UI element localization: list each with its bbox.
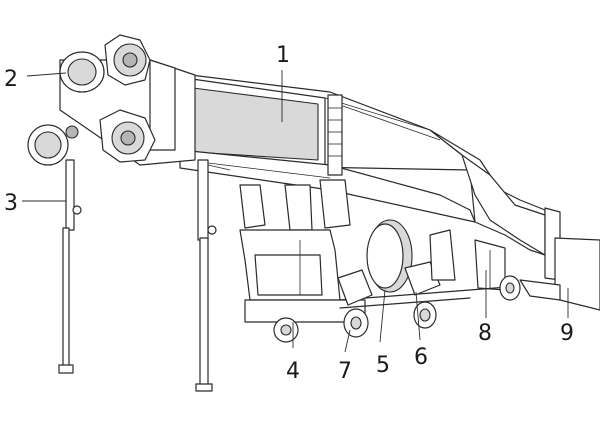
leader-6 — [415, 291, 421, 341]
leader-5 — [379, 289, 386, 343]
leader-2 — [26, 72, 67, 77]
label-part-7: 7 — [338, 359, 352, 384]
carriage — [239, 179, 521, 343]
label-part-6: 6 — [414, 345, 428, 370]
label-part-1: 1 — [276, 43, 290, 68]
leader-7 — [344, 329, 351, 353]
support-legs — [58, 159, 231, 392]
label-part-2: 2 — [4, 67, 18, 92]
label-part-5: 5 — [376, 353, 390, 378]
label-part-3: 3 — [4, 191, 18, 216]
roller-heads — [27, 34, 156, 166]
label-part-8: 8 — [478, 321, 492, 346]
label-part-4: 4 — [286, 359, 300, 384]
label-part-9: 9 — [560, 321, 574, 346]
